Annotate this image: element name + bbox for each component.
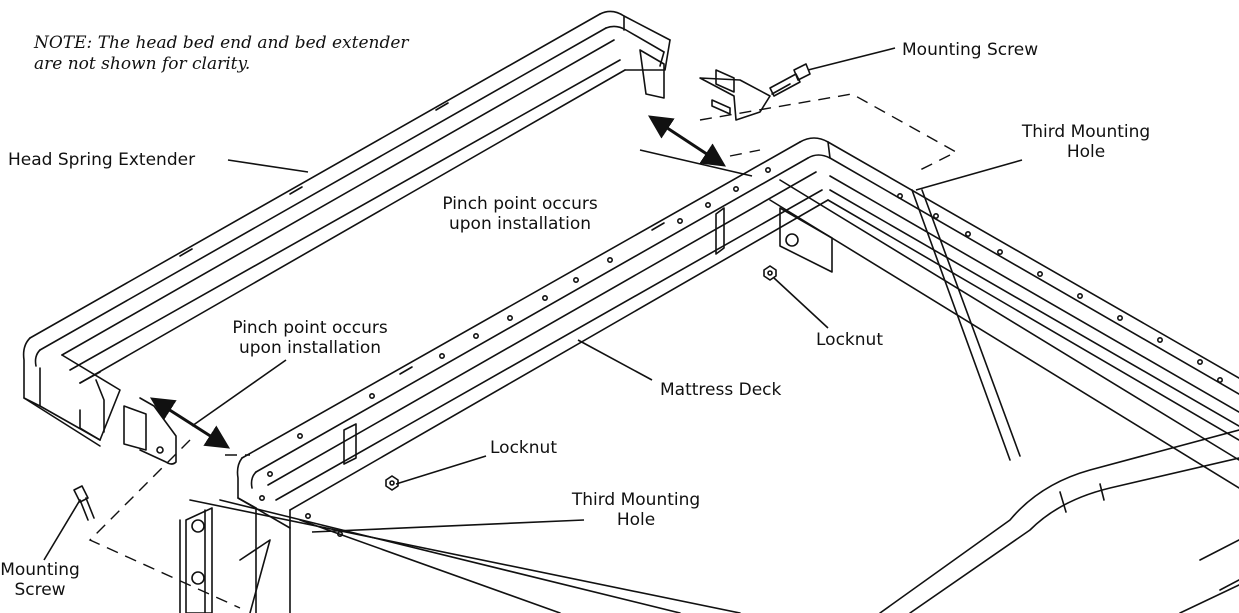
label-locknut-right: Locknut bbox=[816, 330, 883, 350]
head-spring-extender-frame bbox=[22, 10, 771, 465]
label-mounting-screw-top: Mounting Screw bbox=[902, 40, 1039, 60]
label-pinch-left-line2: upon installation bbox=[238, 338, 381, 359]
mattress-deck-frame bbox=[179, 137, 1239, 613]
label-third-hole-top-line2: Hole bbox=[1066, 142, 1106, 163]
label-mounting-screw-bottom-line1: Mounting bbox=[0, 560, 80, 580]
clarity-note: NOTE: The head bed end and bed extender … bbox=[34, 33, 409, 76]
label-mounting-screw-bottom-line2: Screw bbox=[14, 580, 66, 601]
label-pinch-point-left: Pinch point occurs upon installation bbox=[220, 318, 400, 359]
alignment-lines bbox=[88, 93, 958, 609]
label-pinch-point-top: Pinch point occurs upon installation bbox=[430, 194, 610, 235]
label-third-hole-bottom-line2: Hole bbox=[616, 510, 656, 531]
label-third-hole-bottom-line1: Third Mounting bbox=[571, 490, 701, 510]
label-pinch-top-line1: Pinch point occurs bbox=[442, 194, 598, 214]
label-pinch-left-line1: Pinch point occurs bbox=[232, 318, 388, 338]
leader-lines bbox=[43, 47, 1023, 561]
label-third-hole-top-line1: Third Mounting bbox=[1021, 122, 1151, 142]
label-locknut-bottom: Locknut bbox=[490, 438, 557, 458]
label-head-spring-extender: Head Spring Extender bbox=[8, 150, 196, 170]
label-mattress-deck: Mattress Deck bbox=[660, 380, 782, 400]
pinch-arrows bbox=[149, 115, 727, 449]
label-third-mounting-hole-bottom: Third Mounting Hole bbox=[566, 490, 706, 531]
note-line-1: NOTE: The head bed end and bed extender bbox=[34, 33, 409, 53]
hardware bbox=[73, 63, 811, 521]
label-mounting-screw-bottom: Mounting Screw bbox=[0, 560, 80, 601]
note-line-2: are not shown for clarity. bbox=[34, 54, 251, 75]
label-third-mounting-hole-top: Third Mounting Hole bbox=[1016, 122, 1156, 163]
label-pinch-top-line2: upon installation bbox=[448, 214, 591, 235]
